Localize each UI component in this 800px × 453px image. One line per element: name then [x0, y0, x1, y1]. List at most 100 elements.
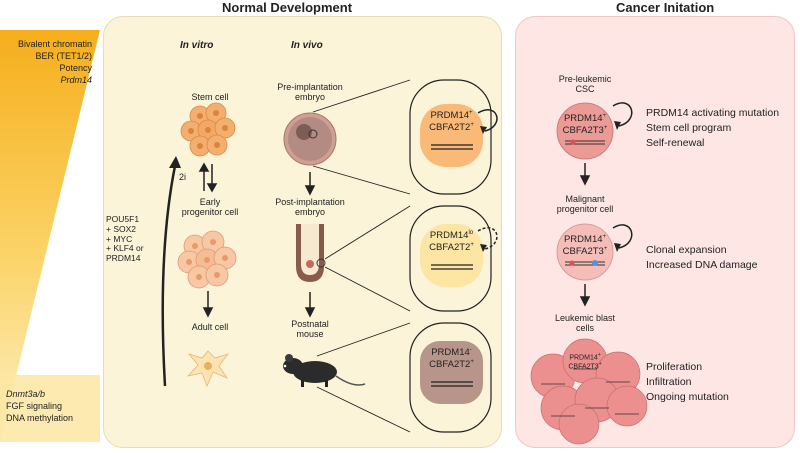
post-implantation-line2: embryo: [294, 207, 325, 218]
csc-cell: [556, 102, 614, 160]
dna-lines: [431, 144, 473, 387]
dashed-self-renewal-arrow-icon: [477, 227, 498, 250]
cell1-prdm14-sup: +: [469, 110, 473, 116]
gradient-bottom-labels: Dnmt3a/b FGF signaling DNA methylation: [6, 388, 98, 424]
fgf-signaling-label: FGF signaling: [6, 401, 63, 412]
cell2-prdm14: PRDM14: [429, 230, 469, 242]
in-vivo-title: In vivo: [291, 40, 323, 51]
potency-label: Potency: [59, 63, 92, 74]
reprogramming-factors: POU5F1 + SOX2 + MYC + KLF4 or PRDM14: [106, 214, 154, 264]
cell3-labels: PRDM14- CBFA2T2+: [420, 347, 483, 371]
cell1-cbfa2t2: CBFA2T2: [429, 122, 471, 134]
down-arrow-icon: [202, 291, 214, 318]
csc-prdm14: PRDM14: [563, 113, 603, 125]
malignant-prdm14-sup: +: [602, 234, 607, 240]
gradient-top-labels: Bivalent chromatin BER (TET1/2) Potency …: [2, 38, 92, 87]
stem-cell-label: Stem cell: [191, 92, 229, 102]
malignant-markers: PRDM14+ CBFA2T3+: [555, 234, 615, 258]
blast-note-mutation: Ongoing mutation: [646, 391, 729, 404]
malignant-cbfa2t3: CBFA2T3: [562, 246, 604, 258]
malignant-to-blast-arrow-icon: [579, 284, 591, 307]
ber-label: BER (TET1/2): [35, 51, 92, 62]
cell1-cbfa2t2-sup: +: [470, 122, 474, 129]
csc-self-renewal-arrow-icon: [612, 102, 633, 127]
prdm14-low-cell: [420, 224, 483, 287]
reprogramming-arrow-icon: [161, 156, 181, 387]
malignant-line1: Malignant: [565, 194, 605, 204]
csc-line1: Pre-leukemic: [558, 74, 612, 84]
prdm14-negative-cell: [420, 341, 483, 404]
malignant-note-clonal: Clonal expansion: [646, 244, 727, 256]
csc-notes: PRDM14 activating mutation Stem cell pro…: [646, 106, 779, 152]
malignant-prdm14: PRDM14: [563, 234, 603, 246]
adult-cell-icon: [186, 350, 230, 388]
pre-to-post-arrow-icon: [304, 172, 316, 196]
in-vitro-graphics: [161, 102, 237, 388]
malignant-note-dna-damage: Increased DNA damage: [646, 259, 758, 272]
postnatal-line1: Postnatal: [291, 319, 329, 329]
post-implantation-label: Post-implantation embryo: [260, 197, 360, 218]
normal-development-header: Normal Development: [222, 0, 353, 15]
malignant-cbfa2t3-sup: +: [603, 246, 608, 253]
cell3-cbfa2t2-sup: +: [470, 359, 474, 366]
blast-cbfa2t3: CBFA2T3: [568, 363, 599, 371]
dnmt3-label: Dnmt3a/b: [6, 389, 46, 399]
factor-sox2: + SOX2: [106, 223, 137, 234]
csc-cbfa2t3: CBFA2T3: [562, 125, 604, 137]
factor-pou5f1: POU5F1: [106, 214, 140, 224]
epigenetic-gradient-wedge: [0, 30, 100, 442]
malignant-notes: Clonal expansion Increased DNA damage: [646, 243, 757, 273]
blast-line1: Leukemic blast: [554, 313, 616, 323]
stem-cell-cluster-icon: [180, 102, 236, 157]
cell1-labels: PRDM14+ CBFA2T2+: [420, 110, 483, 134]
csc-cbfa2t3-sup: +: [603, 125, 608, 132]
in-vivo-graphics: [283, 79, 498, 433]
blast-markers: PRDM14+ CBFA2T3+: [555, 352, 615, 372]
malignant-label: Malignant progenitor cell: [545, 194, 625, 215]
prdm14-high-cell: [420, 104, 483, 167]
csc-label: Pre-leukemic CSC: [550, 74, 620, 95]
cell2-prdm14-sup: lo: [468, 230, 474, 236]
blast-note-infiltration: Infiltration: [646, 376, 692, 389]
post-to-postnatal-arrow-icon: [304, 292, 316, 318]
pre-implantation-embryo-icon: [283, 112, 337, 166]
csc-note-self-renewal: Self-renewal: [646, 137, 705, 150]
blast-prdm14-sup: +: [597, 352, 601, 358]
cancer-graphics: [530, 102, 648, 445]
pre-implantation-label: Pre-implantation embryo: [260, 82, 360, 103]
blast-notes: Proliferation Infiltration Ongoing mutat…: [646, 360, 729, 406]
factor-klf4: + KLF4 or: [106, 243, 144, 254]
blast-label: Leukemic blast cells: [545, 313, 625, 334]
early-progenitor-line2: progenitor cell: [181, 207, 239, 218]
cell2-labels: PRDM14lo CBFA2T2+: [420, 230, 483, 254]
pre-implantation-line1: Pre-implantation: [277, 82, 343, 92]
cell3-cbfa2t2: CBFA2T2: [429, 359, 471, 371]
two-i-label: 2i: [179, 172, 187, 182]
cell3-prdm14-sup: -: [469, 347, 472, 353]
adult-cell-label: Adult cell: [191, 322, 229, 332]
zoom-lines: [312, 79, 411, 433]
cell1-prdm14: PRDM14: [430, 110, 470, 122]
early-progenitor-line1: Early: [199, 197, 221, 207]
prdm14-label: Prdm14: [60, 75, 92, 86]
blast-line2: cells: [575, 323, 594, 334]
blast-prdm14: PRDM14: [569, 354, 598, 362]
dna-methylation-label: DNA methylation: [6, 413, 74, 424]
factor-myc: + MYC: [106, 233, 133, 244]
csc-to-malignant-arrow-icon: [579, 163, 591, 186]
cell2-cbfa2t2-sup: +: [470, 242, 474, 249]
early-progenitor-label: Early progenitor cell: [160, 197, 260, 218]
blast-note-proliferation: Proliferation: [646, 361, 703, 373]
bidirectional-arrow-icon: [198, 162, 218, 193]
csc-note-mutation: PRDM14 activating mutation: [646, 107, 780, 119]
leukemic-blast-cluster-icon: [530, 338, 648, 445]
csc-note-stem-program: Stem cell program: [646, 122, 732, 135]
csc-prdm14-sup: +: [602, 113, 607, 119]
post-implantation-embryo-icon: [296, 224, 326, 282]
cell3-prdm14: PRDM14: [431, 347, 470, 359]
cancer-initiation-header: Cancer Initation: [616, 0, 715, 15]
blast-cbfa2t3-sup: +: [598, 361, 602, 368]
early-progenitor-cluster-icon: [177, 230, 237, 289]
mouse-icon: [283, 354, 366, 387]
malignant-progenitor-cell: [556, 223, 614, 281]
